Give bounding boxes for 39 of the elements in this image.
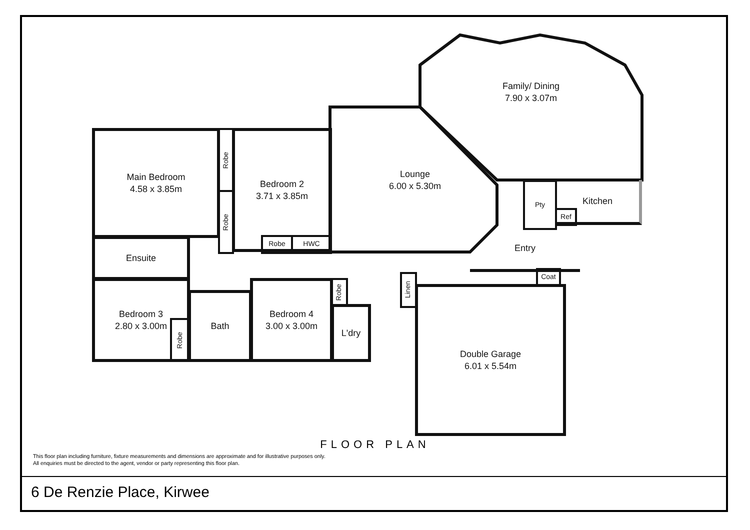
room-name: L'dry (341, 327, 361, 339)
room-dimensions: 6.01 x 5.54m (464, 360, 517, 372)
room-name: Ensuite (126, 252, 156, 264)
room-dimensions: 7.90 x 3.07m (504, 92, 558, 104)
room (331, 304, 371, 362)
room (232, 128, 332, 252)
room (555, 180, 642, 225)
room-dimensions: 3.00 x 3.00m (265, 320, 318, 332)
room-dimensions: 6.00 x 5.30m (388, 180, 442, 192)
plan-title: FLOOR PLAN (319, 439, 431, 452)
room (92, 278, 190, 362)
closet (536, 268, 561, 286)
room-name: Double Garage (460, 348, 522, 360)
room (415, 284, 566, 436)
room (330, 105, 500, 254)
closet (400, 272, 417, 308)
room-name: Lounge (400, 168, 430, 180)
room-name: Bedroom 3 (118, 308, 164, 320)
closet (170, 318, 190, 362)
room (92, 128, 220, 238)
closet (261, 235, 293, 254)
room-name: Entry (514, 242, 536, 254)
closet (555, 208, 577, 226)
room-name: Family/ Dining (502, 80, 560, 92)
closet (331, 278, 348, 306)
room-dimensions: 2.80 x 3.00m (114, 320, 168, 332)
room-dimensions: 3.71 x 3.85m (256, 190, 308, 202)
closet (523, 180, 557, 230)
room-dimensions: 4.58 x 3.85m (130, 183, 182, 195)
room-name: Bath (210, 320, 230, 332)
room-name: Bedroom 4 (269, 308, 314, 320)
room-name: Bedroom 2 (260, 178, 304, 190)
room (188, 290, 252, 362)
room-name: Main Bedroom (126, 171, 186, 183)
property-address: 6 De Renzie Place, Kirwee (31, 484, 210, 501)
room (92, 236, 190, 280)
room-name: Kitchen (582, 195, 613, 207)
room (250, 278, 333, 362)
closet (291, 235, 332, 254)
